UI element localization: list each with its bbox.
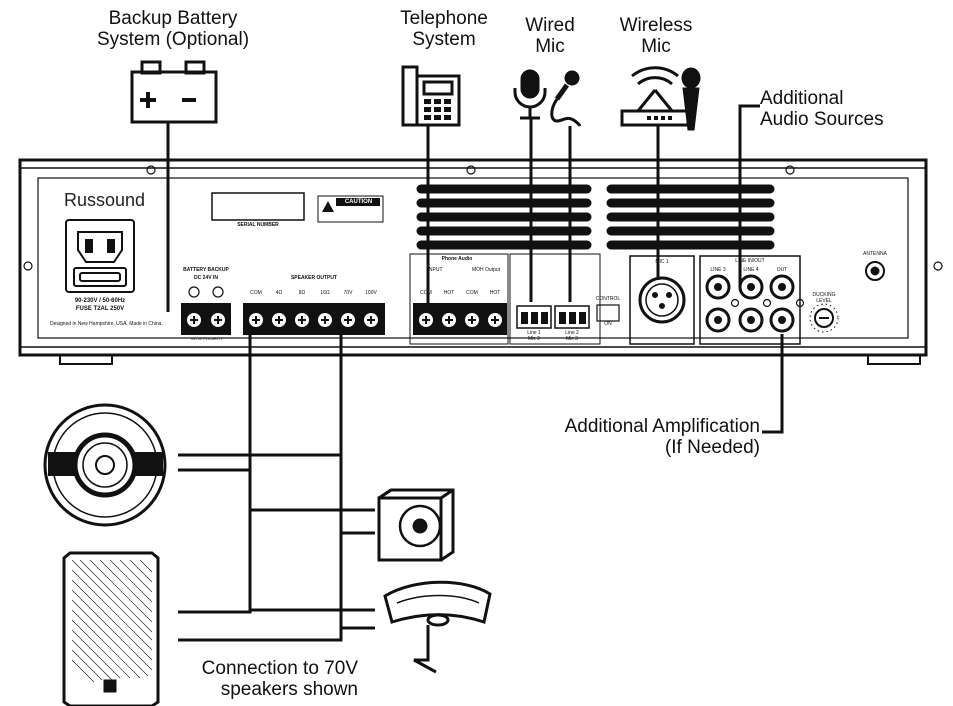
out-label: OUT (776, 267, 788, 273)
stand-mic-icon (513, 69, 547, 120)
brand-logo: Russound (64, 190, 146, 210)
telephone-icon (401, 65, 461, 127)
source-wires (166, 104, 784, 434)
antenna-jack (865, 261, 885, 281)
battery-terminal-block (181, 286, 231, 335)
battery-backup-label: BATTERY BACKUP (183, 267, 229, 273)
serial-plate (211, 192, 305, 221)
caution-label (317, 195, 384, 223)
speakers-note-label: Connection to 70V speakers shown (201, 658, 358, 701)
phone-terminal-1: HOT (443, 290, 455, 296)
spk-terminal-0: COM (250, 290, 262, 296)
line1-label: Line 1 (527, 330, 541, 336)
battery-label: Backup Battery System (Optional) (96, 8, 250, 51)
mic3-label: Mic 3 (566, 336, 578, 342)
antenna-label: ANTENNA (863, 251, 887, 257)
spk-terminal-2: 8Ω (298, 290, 306, 296)
spk-terminal-3: 16Ω (320, 290, 330, 296)
wall-speaker-icon (62, 551, 160, 706)
power-spec-2: FUSE T2AL 250V (75, 306, 125, 312)
battery-icon (130, 60, 218, 124)
line-mic-block (509, 253, 620, 345)
wireless-mic-label: Wireless Mic (619, 15, 693, 58)
serial-label: SERIAL NUMBER (237, 222, 279, 228)
moh-output-label: MOH Output (471, 267, 501, 273)
phone-terminal-0: COM (420, 290, 432, 296)
amplifier-chassis (18, 158, 943, 365)
mic1-label: MIC 1 (655, 259, 669, 265)
speaker-wires (178, 328, 375, 642)
spk-terminal-1: 4Ω (275, 290, 283, 296)
horn-speaker-icon (383, 580, 492, 674)
ducking-knob (809, 303, 839, 333)
note-polarity-label: NOTE POLARITY (190, 336, 223, 341)
wireless-mic-icon (681, 67, 701, 131)
phone-terminal-3: HOT (489, 290, 501, 296)
additional-sources-label: Additional Audio Sources (760, 88, 884, 131)
ceiling-speaker-icon (43, 403, 167, 527)
line4-label: LINE 4 (743, 267, 759, 273)
power-inlet (65, 219, 135, 293)
mic1-xlr-block (629, 255, 695, 345)
power-spec-1: 90-230V / 50-60Hz (74, 298, 126, 304)
speaker-terminal-block (243, 303, 385, 335)
caution-text: CAUTION (344, 199, 373, 205)
battery-dc-label: DC 24V IN (194, 275, 218, 281)
speaker-output-label: SPEAKER OUTPUT (290, 275, 338, 281)
line2-label: Line 2 (565, 330, 579, 336)
amplification-label: Additional Amplification (If Needed) (564, 416, 760, 459)
control-label: CONTROL (595, 296, 621, 302)
phone-audio-label: Phone Audio (441, 256, 473, 262)
spk-terminal-5: 100V (365, 290, 377, 296)
control-on-label: ON (604, 321, 612, 327)
spk-terminal-4: 70V (343, 290, 353, 296)
wired-mic-label: Wired Mic (525, 15, 575, 58)
telephone-label: Telephone System (400, 8, 488, 51)
line-io-block (699, 255, 805, 345)
box-speaker-icon (377, 488, 455, 562)
phone-input-label: INPUT (427, 267, 443, 273)
mic2-label: Mic 2 (528, 336, 540, 342)
line3-label: LINE 3 (710, 267, 726, 273)
phone-terminal-2: COM (466, 290, 478, 296)
ducking-label: DUCKING LEVEL (812, 292, 836, 304)
origin-note: Designed in New Hampshire, USA. Made in … (50, 321, 163, 327)
line-io-label: LINE IN/OUT (735, 258, 765, 264)
phone-audio-block (409, 253, 509, 345)
wireless-receiver-icon (620, 66, 690, 127)
handheld-mic-icon (550, 70, 582, 127)
